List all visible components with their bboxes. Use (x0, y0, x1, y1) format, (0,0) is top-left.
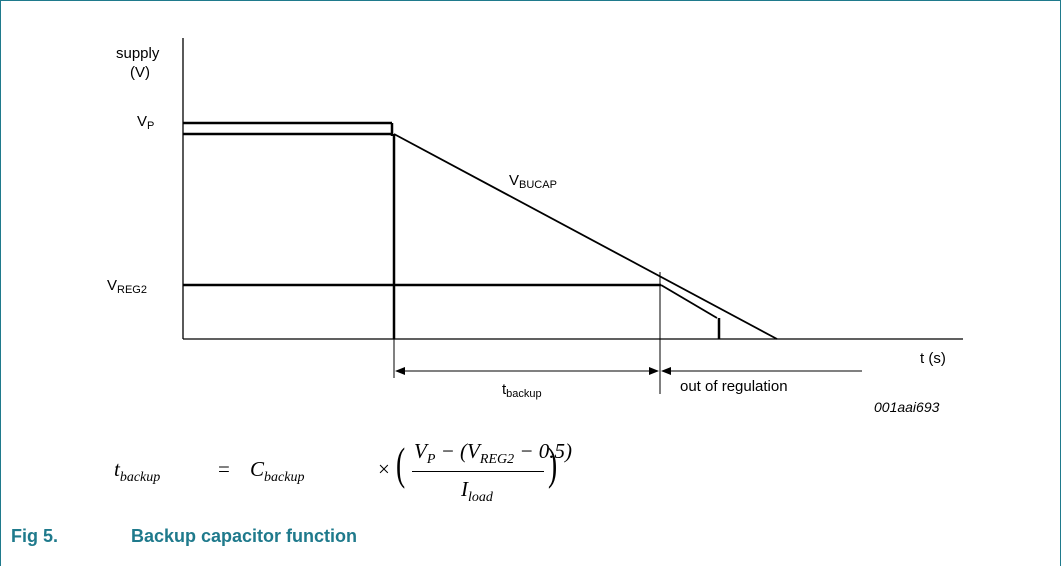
backup-time-equation: tbackup = Cbackup × ( VP − (VREG2 − 0.5)… (114, 437, 614, 517)
vbucap-discharge-line (393, 133, 778, 340)
equation-numerator-middle: − (V (435, 439, 480, 463)
equation-numerator-tail: − 0.5) (514, 439, 573, 463)
equation-denominator-sub: load (468, 490, 493, 505)
y-axis-label-line2: (V) (130, 64, 150, 81)
vbucap-label: VBUCAP (509, 172, 557, 192)
equation-denominator-main: I (461, 477, 468, 501)
vbucap-label-sub: BUCAP (519, 179, 557, 191)
out-of-regulation-label: out of regulation (680, 378, 788, 395)
y-axis-label-line1: supply (116, 45, 160, 62)
equation-denominator: Iload (461, 477, 493, 506)
equation-numerator-vp-sub: P (426, 452, 436, 467)
vreg2-label: VREG2 (107, 277, 147, 297)
equation-left-paren: ( (396, 438, 406, 489)
vbucap-label-main: V (509, 172, 520, 189)
x-axis-label: t (s) (920, 350, 946, 367)
equation-capacitance: Cbackup (250, 457, 304, 486)
tbackup-label-main: t (502, 381, 507, 398)
vp-label: VP (137, 113, 154, 133)
figure-title: Backup capacitor function (131, 526, 358, 546)
equation-numerator-vp: V (414, 439, 427, 463)
tbackup-label-sub: backup (506, 388, 542, 400)
vreg2-label-main: V (107, 277, 118, 294)
figure-caption: Fig 5. Backup capacitor function (11, 526, 357, 547)
equation-capacitance-sub: backup (264, 470, 305, 485)
figure-number: Fig 5. (11, 526, 59, 546)
equation-capacitance-main: C (250, 457, 265, 481)
tbackup-label: tbackup (502, 381, 542, 401)
equation-numerator-vreg-sub: REG2 (479, 452, 515, 467)
equation-equals: = (218, 457, 230, 481)
equation-fraction-bar (412, 471, 544, 472)
equation-right-paren: ) (548, 438, 558, 489)
equation-lhs-main: t (114, 457, 120, 481)
equation-numerator: VP − (VREG2 − 0.5) (414, 439, 572, 468)
equation-lhs-sub: backup (119, 470, 161, 485)
vp-label-sub: P (147, 120, 155, 132)
equation-lhs: tbackup (114, 457, 160, 486)
vreg2-slope-line (660, 284, 718, 319)
vreg2-label-sub: REG2 (117, 284, 147, 296)
backup-capacitor-diagram (182, 38, 963, 394)
equation-times: × (378, 457, 390, 481)
vp-label-main: V (137, 113, 148, 130)
figure-code: 001aai693 (874, 399, 940, 415)
